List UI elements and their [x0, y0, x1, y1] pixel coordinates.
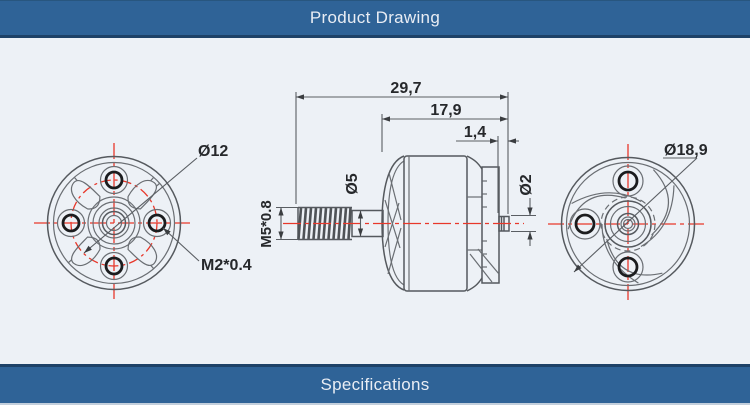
- dim-rear-shaft-diameter: Ø2: [518, 174, 535, 195]
- dim-shaft: Ø5: [344, 173, 364, 237]
- dim-overall: 29,7: [295, 80, 509, 214]
- dim-body: 17,9: [381, 102, 508, 152]
- dim-body-length: 17,9: [430, 102, 461, 119]
- dim-shaft-diameter: Ø5: [344, 173, 361, 194]
- dim-overall-length: 29,7: [390, 80, 421, 97]
- front-view: Ø12 M2*0.4: [34, 143, 252, 303]
- dim-rear-stub: 1,4: [456, 124, 519, 213]
- footer-title: Specifications: [320, 375, 430, 394]
- header-banner: Product Drawing: [0, 0, 750, 38]
- dim-shaft-thread: M5*0.8: [258, 200, 275, 248]
- page-title: Product Drawing: [309, 8, 441, 27]
- dim-rear-shaft: Ø2: [511, 174, 536, 246]
- dim-bell-diameter: Ø18,9: [664, 142, 708, 159]
- dim-mount-thread: M2*0.4: [201, 257, 252, 274]
- dim-thread: M5*0.8: [258, 200, 298, 248]
- back-view: Ø18,9: [548, 142, 708, 304]
- dim-bolt-circle-diameter: Ø12: [198, 143, 228, 160]
- footer-banner: Specifications: [0, 364, 750, 405]
- dim-rear-shaft-length: 1,4: [464, 124, 486, 141]
- side-view: 29,7 17,9 1,4 Ø5: [258, 80, 536, 292]
